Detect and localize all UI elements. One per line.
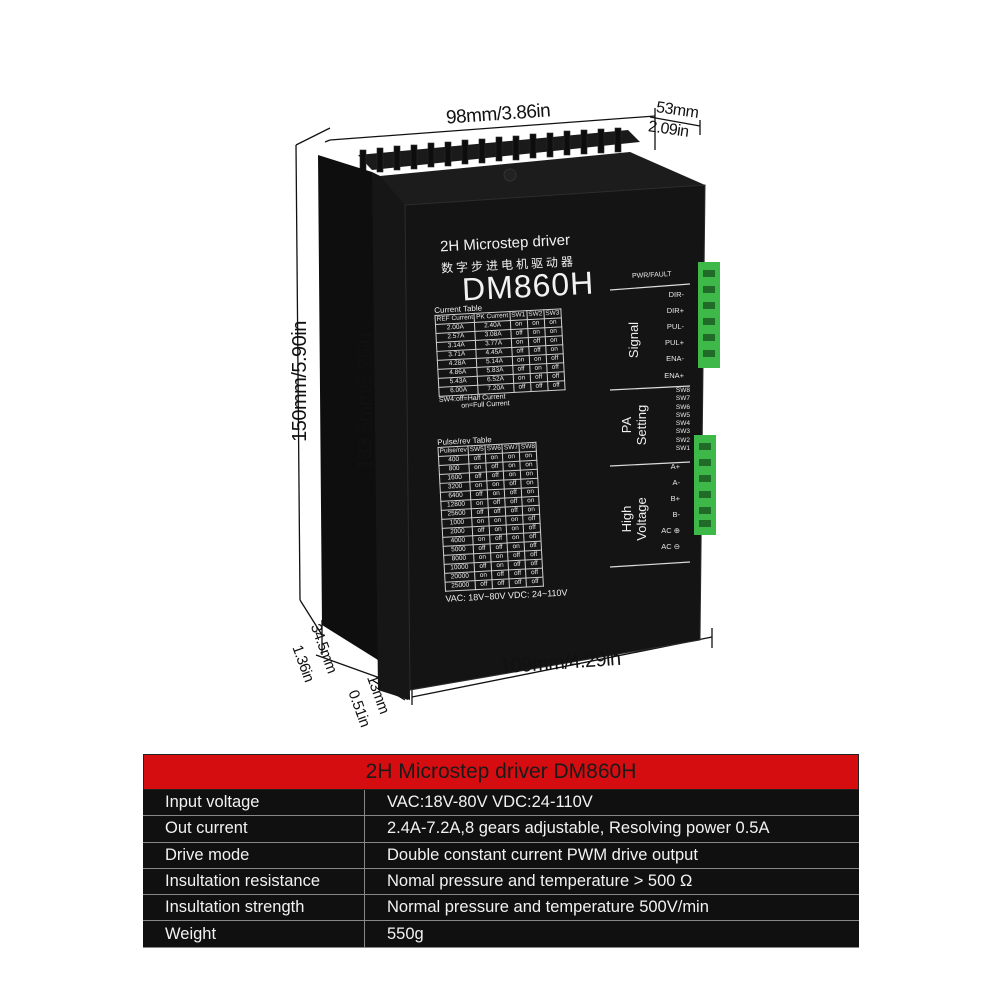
pin-label: ENA+ [664,370,684,380]
mounting-screw [503,168,517,182]
pin-label: AC ⊕ [661,525,680,535]
spec-key: Weight [143,921,365,947]
pin-label: PUL- [666,322,684,332]
spec-key: Insultation strength [143,895,365,921]
current-table-row-cell: off [530,381,548,392]
pin-label: AC ⊖ [661,541,680,551]
dimension-height-inner: 133.5mm/5.26in [354,333,377,470]
spec-table-title: 2H Microstep driver DM860H [143,754,859,790]
spec-row: Input voltage VAC:18V-80V VDC:24-110V [143,790,859,817]
dimension-height: 150mm/5.90in [288,321,311,442]
spec-value: 2.4A-7.2A,8 gears adjustable, Resolving … [387,819,770,838]
heatsink-fins [358,127,640,175]
pin-label: A+ [670,462,680,471]
pulse-table-row-cell: off [492,578,510,589]
pin-label: SW4 [675,420,690,427]
pin-label: A- [672,477,681,487]
pin-label: ENA- [666,354,684,364]
current-table-row-cell: off [513,382,531,393]
signal-group-label: Signal [626,321,641,359]
pa-setting-group: PA Setting [619,395,653,455]
spec-row: Drive mode Double constant current PWM d… [143,842,859,869]
pulse-table-row-cell: off [509,578,527,588]
pulse-table-row-cell: 25000 [445,580,476,592]
spec-value: VAC:18V-80V VDC:24-110V [387,793,593,812]
current-table-row-cell: off [547,380,565,391]
high-group-label: High [619,505,634,533]
device-top [380,152,705,205]
spec-row: Out current 2.4A-7.2A,8 gears adjustable… [143,816,859,843]
pin-label: PUL+ [665,338,684,348]
pulse-table-header: SW7 [502,443,520,454]
pin-label: DIR+ [666,306,684,316]
pin-label: SW6 [675,403,690,411]
pulse-table-header: SW6 [485,444,503,454]
voltage-group-label: Voltage [634,497,649,541]
spec-table: 2H Microstep driver DM860H Input voltage… [143,754,859,948]
power-terminal-block [694,435,716,535]
device-front [404,184,706,691]
pin-label: SW5 [675,411,690,419]
spec-key: Drive mode [143,842,365,868]
device-flange [372,172,410,700]
pin-label: B+ [670,493,680,503]
high-voltage-group: High Voltage [619,487,653,551]
pulse-table-row-cell: off [475,579,493,590]
signal-terminal-block [698,262,720,368]
pulse-table-block: Pulse/rev Table Pulse/rev SW5 SW6 SW7 SW… [437,432,568,604]
spec-value: 550g [387,924,424,943]
spec-row: Weight 550g [143,921,859,948]
spec-key: Insultation resistance [143,868,365,895]
spec-value: Nomal pressure and temperature > 500 Ω [387,872,693,891]
pa-group-label: PA [619,416,634,434]
pulse-table-header: SW8 [519,442,537,453]
pulse-table-header: SW5 [468,444,486,455]
pin-label: SW1 [675,444,690,452]
spec-value: Double constant current PWM drive output [387,845,698,864]
pin-label: SW8 [675,387,690,394]
current-table-header: SW3 [543,308,562,319]
pin-label: B- [672,509,681,519]
current-table-block: Current Table REF Current PK Current SW1… [434,299,566,410]
current-table-header: SW1 [509,310,528,321]
pin-label: SW2 [675,436,690,444]
setting-group-label: Setting [634,404,649,446]
spec-row: Insultation strength Normal pressure and… [143,895,859,922]
pin-label: SW7 [675,395,690,403]
spec-key: Input voltage [143,790,365,816]
spec-value: Normal pressure and temperature 500V/min [387,898,709,917]
pin-label: SW3 [675,428,690,436]
panel-separators [609,283,691,568]
current-table-header: SW2 [526,309,545,320]
pin-label: DIR- [668,290,684,299]
spec-key: Out current [143,816,365,842]
current-table: REF Current PK Current SW1 SW2 SW3 2.00A… [434,308,565,397]
spec-row: Insultation resistance Nomal pressure an… [143,868,859,896]
pulse-table-row-cell: off [526,577,544,588]
